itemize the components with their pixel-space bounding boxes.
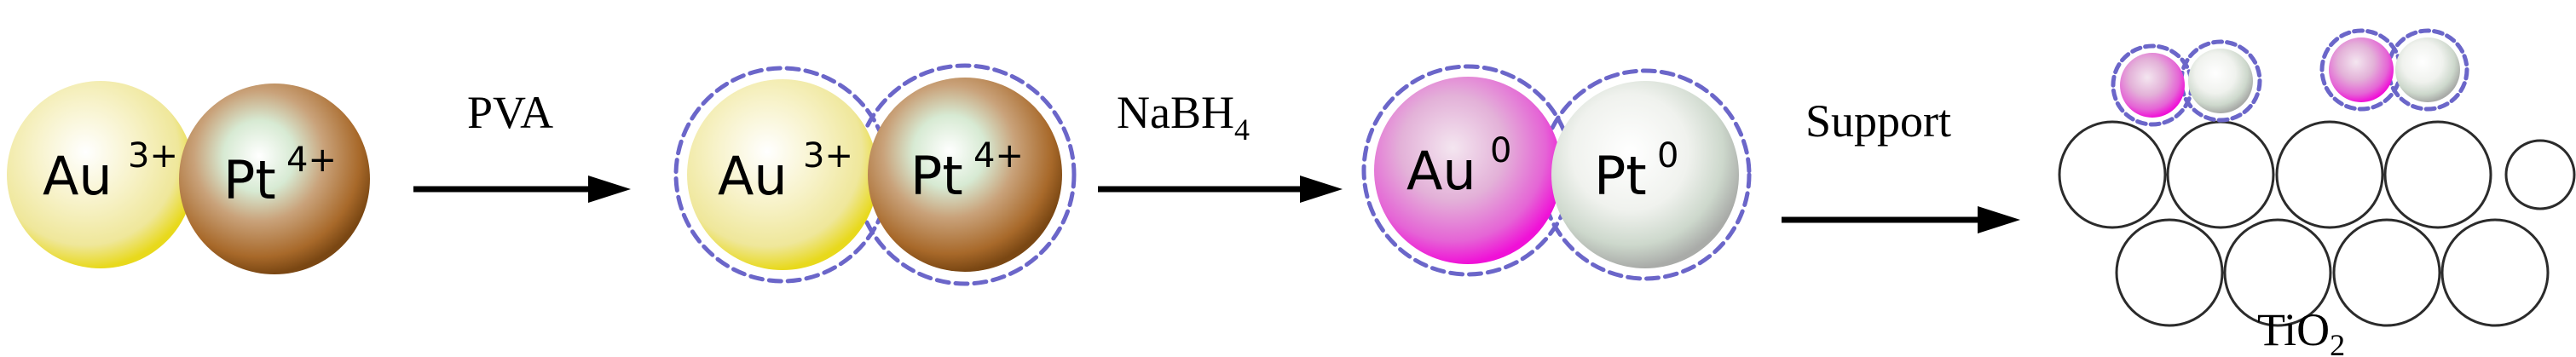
step-label-support: Support: [1805, 95, 1951, 147]
arrow-1-head: [588, 176, 631, 203]
pt0-symbol: Pt: [1594, 145, 1647, 207]
au-ion-symbol-2: Au: [718, 145, 788, 207]
step-arrow-nabh4: NaBH4: [1098, 87, 1343, 203]
step-arrow-pva: PVA: [413, 87, 631, 203]
au-ion-charge: 3+: [128, 136, 178, 176]
supported-nanoparticle-right: [2319, 28, 2469, 112]
pt-ion-charge-2: 4+: [973, 136, 1024, 176]
stage-4-supported-catalyst: TiO2: [2058, 28, 2576, 357]
arrow-2-head: [1300, 176, 1343, 203]
au-ion-particle: Au 3+: [7, 81, 194, 268]
pt-ion-charge: 4+: [286, 141, 337, 180]
supported-nanoparticle-left: [2111, 39, 2262, 127]
au-ion-charge-2: 3+: [803, 136, 853, 176]
pt0-charge: 0: [1657, 136, 1678, 176]
step-label-pva: PVA: [467, 87, 553, 138]
tio2-support-bed: [2058, 120, 2576, 327]
au0-particle: Au 0: [1374, 77, 1562, 264]
au-ion-particle-stabilized: Au 3+: [687, 79, 878, 270]
pt-ion-symbol-2: Pt: [910, 145, 963, 207]
step-arrow-support: Support: [1782, 95, 2020, 233]
pt-ion-particle: Pt 4+: [179, 83, 370, 274]
stage-2-stabilized-ions: Au 3+ Pt 4+: [673, 63, 1077, 286]
pt0-particle: Pt 0: [1551, 81, 1739, 268]
pt-ion-symbol: Pt: [223, 149, 276, 211]
stage-1-ions: Au 3+ Pt 4+: [7, 81, 370, 274]
support-label-tio2: TiO2: [2257, 304, 2345, 357]
au0-symbol: Au: [1406, 140, 1476, 202]
arrow-3-head: [1978, 206, 2020, 233]
au0-charge: 0: [1490, 131, 1511, 170]
pt-ion-particle-stabilized: Pt 4+: [868, 78, 1062, 272]
au-ion-symbol: Au: [43, 145, 113, 207]
stage-3-reduced-particles: Au 0 Pt 0: [1361, 64, 1752, 281]
step-label-nabh4: NaBH4: [1117, 87, 1250, 147]
